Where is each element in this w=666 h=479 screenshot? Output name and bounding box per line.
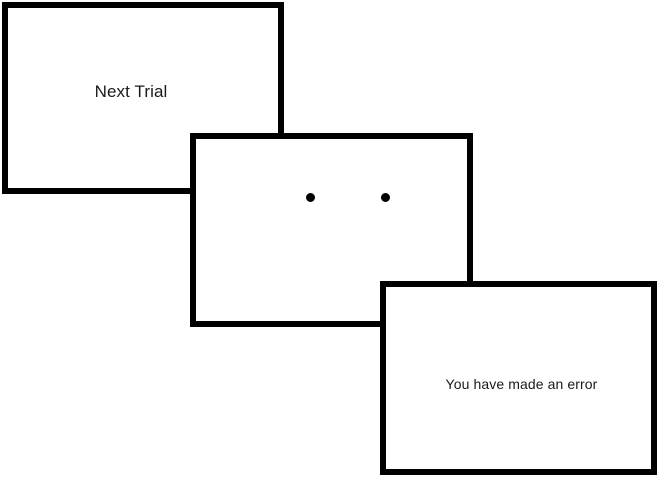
next-trial-label: Next Trial <box>94 82 168 101</box>
error-message-label: You have made an error <box>445 376 598 392</box>
left-fixation-dot <box>306 193 315 202</box>
right-fixation-dot <box>381 193 390 202</box>
error-feedback-screen: You have made an error <box>380 281 657 475</box>
next-trial-screen: Next Trial <box>2 2 284 194</box>
